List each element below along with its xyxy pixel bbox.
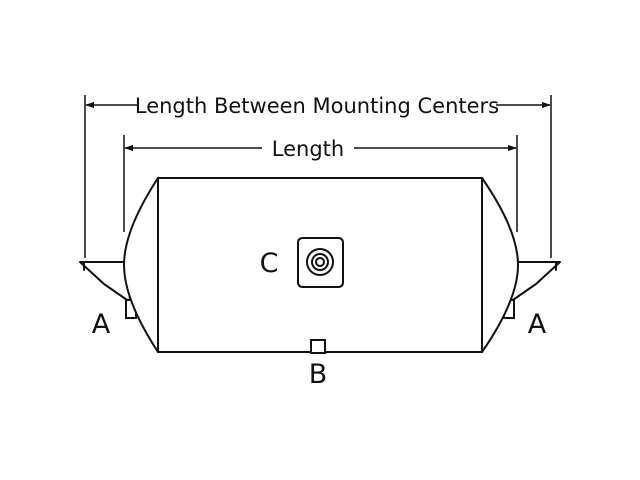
port-c-label: C xyxy=(260,248,279,279)
port-b-fitting xyxy=(310,339,326,354)
mounting-centers-dimension: Length Between Mounting Centers xyxy=(84,94,552,258)
length-dimension: Length xyxy=(123,135,518,232)
length-label: Length xyxy=(272,137,344,161)
port-a-right-label: A xyxy=(528,309,547,340)
mounting-centers-label: Length Between Mounting Centers xyxy=(135,94,499,118)
port-b-label: B xyxy=(309,359,328,390)
port-a-left-label: A xyxy=(92,309,111,340)
port-c-fitting xyxy=(297,237,344,288)
